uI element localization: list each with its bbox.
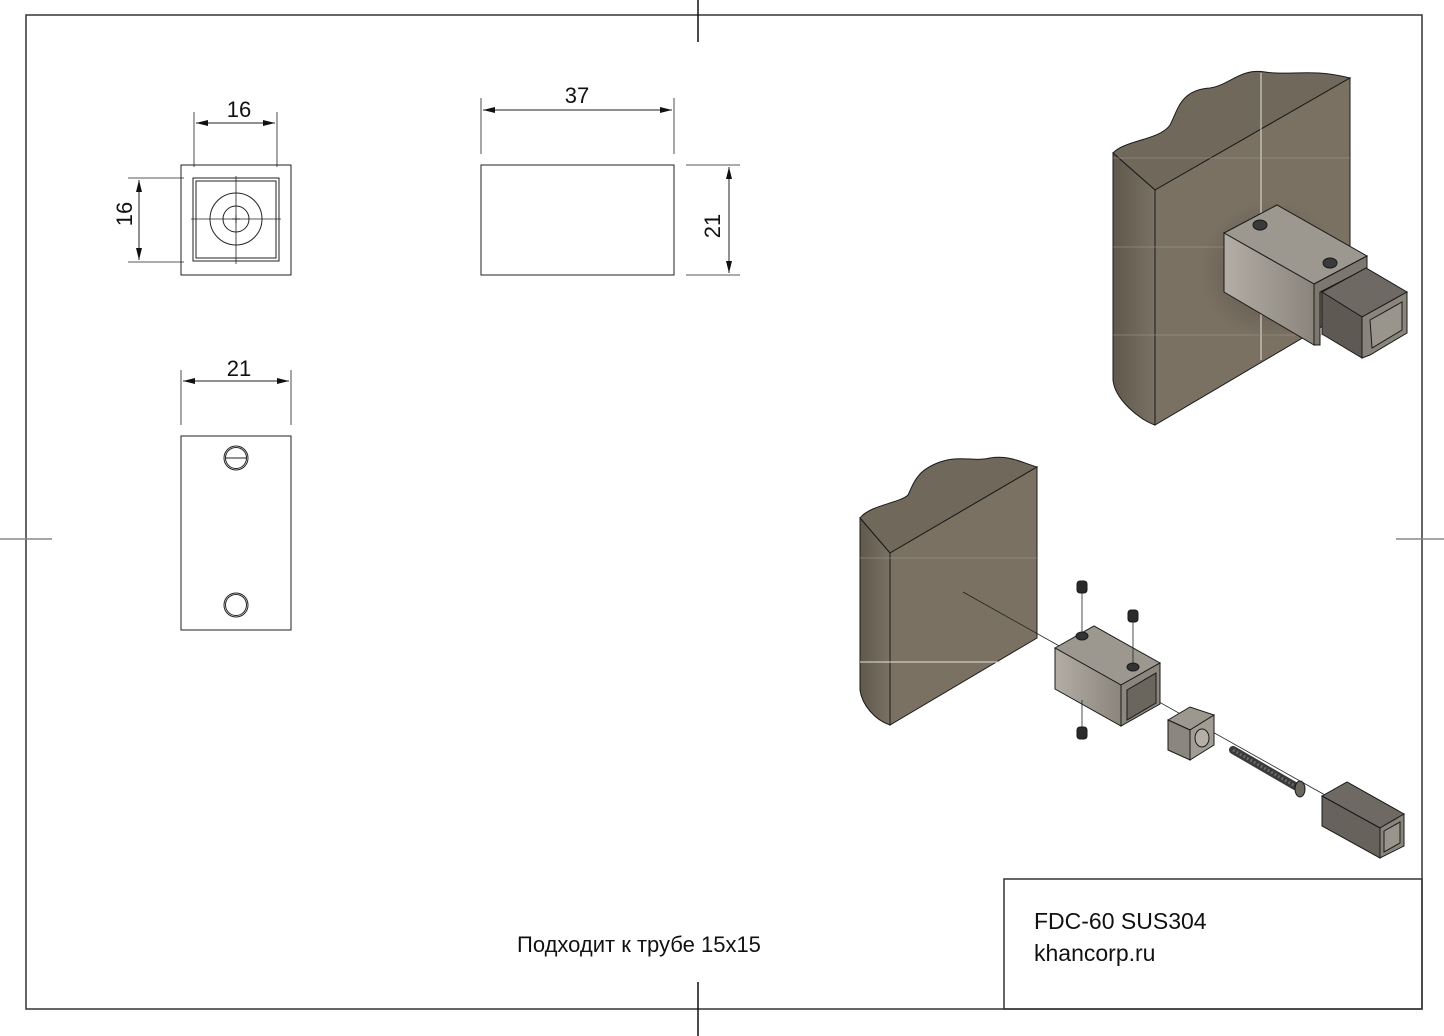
exploded-iso-view xyxy=(859,456,1406,859)
front-width-dim: 16 xyxy=(227,97,251,122)
top-view xyxy=(180,370,292,631)
title-part-number: FDC-60 SUS304 xyxy=(1034,908,1207,934)
front-height-dim: 16 xyxy=(112,202,137,226)
title-block xyxy=(1003,878,1423,1010)
top-width-dim: 21 xyxy=(227,356,251,381)
side-height-dim: 21 xyxy=(700,214,725,238)
fit-note: Подходит к трубе 15x15 xyxy=(517,932,761,957)
front-view xyxy=(128,112,292,276)
side-length-dim: 37 xyxy=(565,83,589,108)
assembled-iso-view xyxy=(1112,70,1409,426)
title-website: khancorp.ru xyxy=(1034,940,1156,966)
side-view xyxy=(480,98,740,276)
